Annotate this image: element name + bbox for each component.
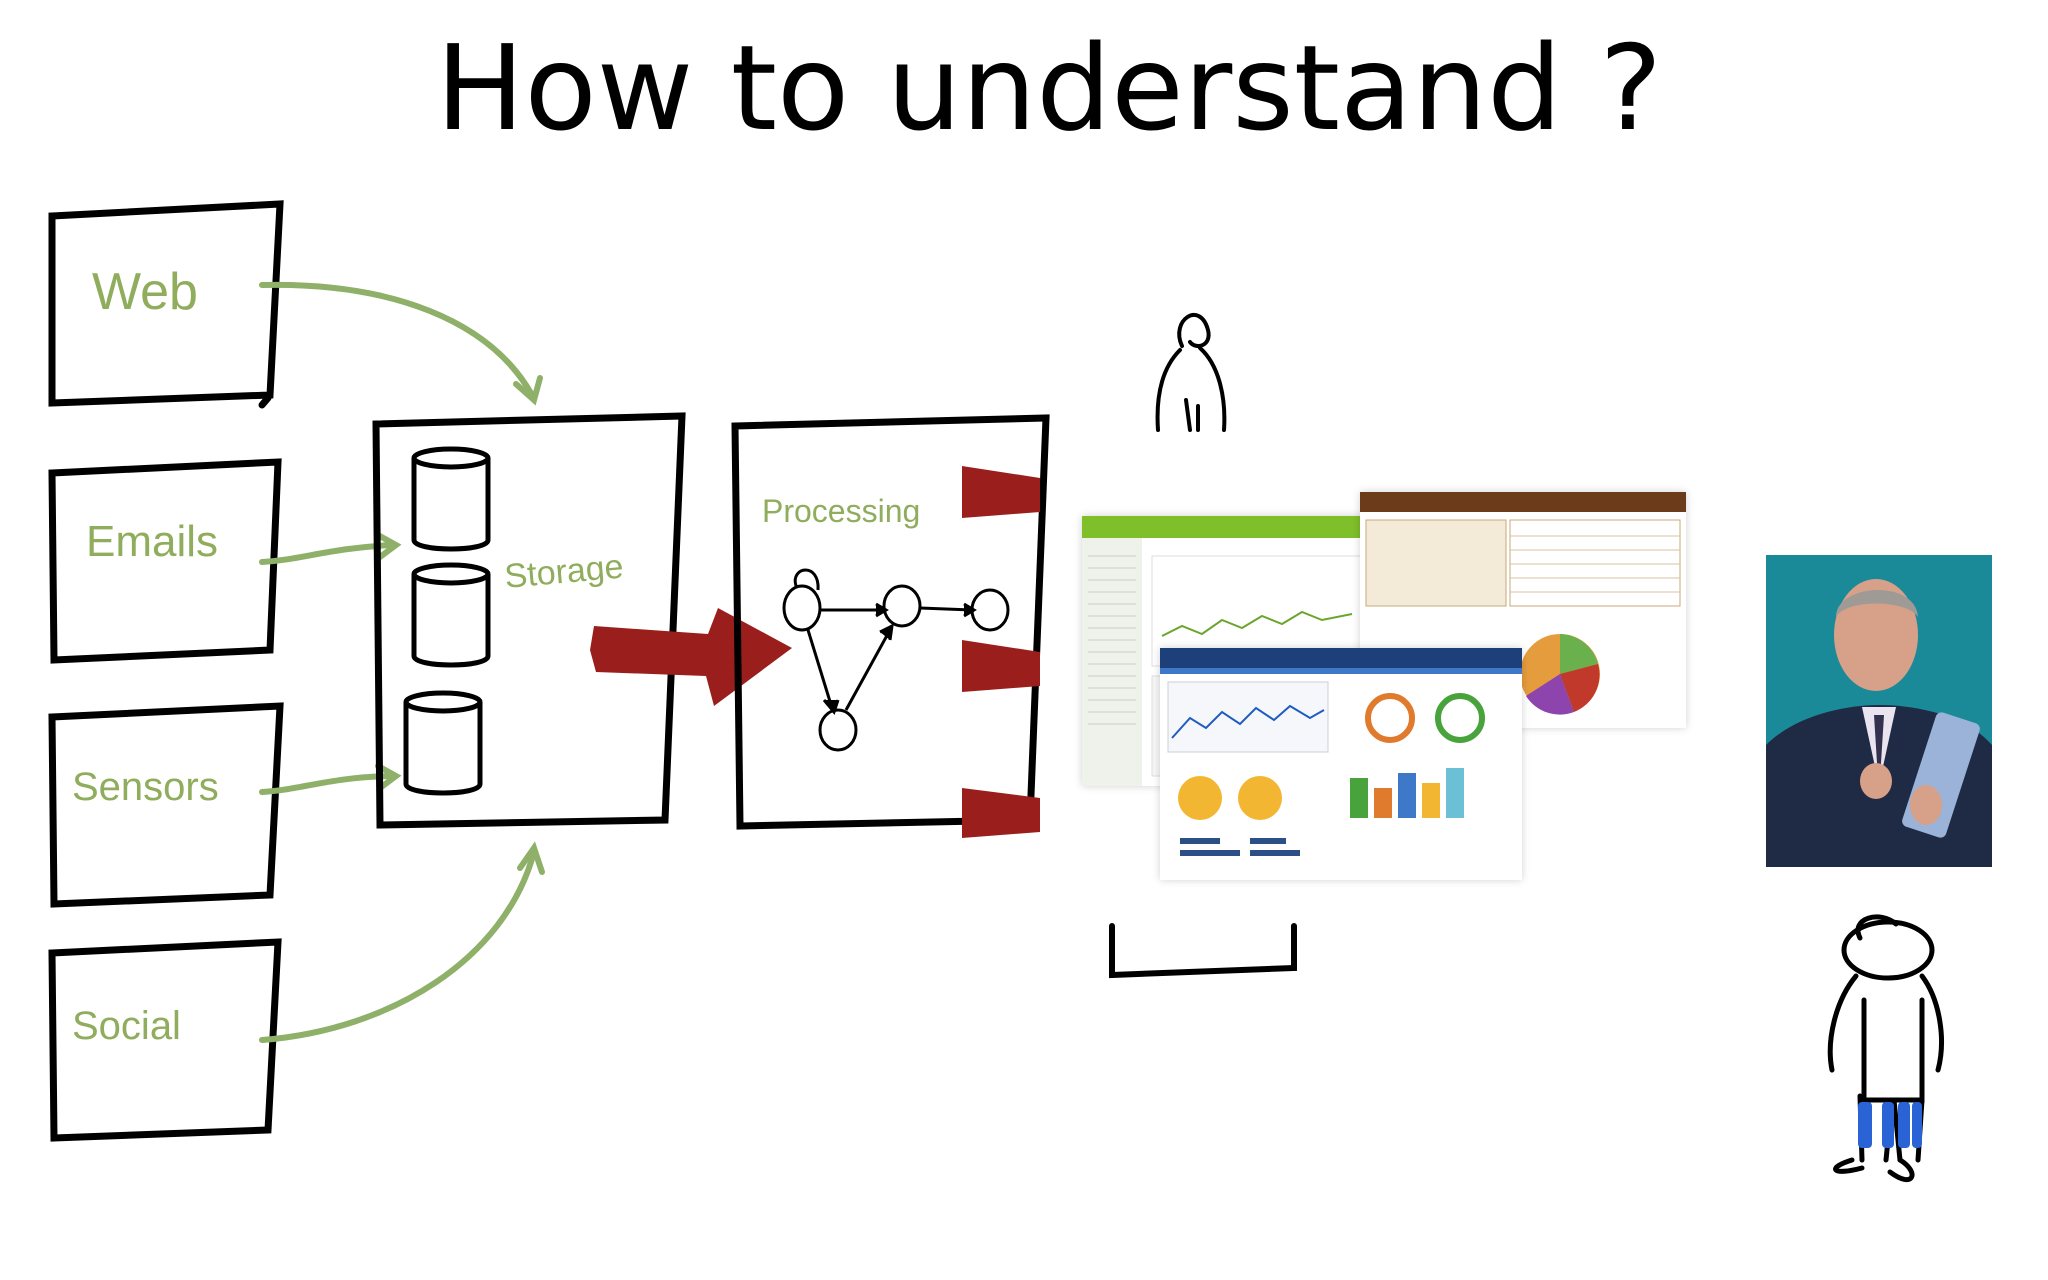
source-box-social	[48, 938, 282, 1142]
green-arrows	[259, 281, 545, 1043]
database-cylinder-icons	[403, 446, 491, 796]
database-icon-1	[411, 446, 491, 552]
person-sketch-icon	[1155, 313, 1227, 432]
source-box-sensors	[48, 702, 284, 908]
processing-label: Processing	[762, 493, 921, 529]
executive-photo	[1766, 555, 1992, 867]
arrow-sensors-to-storage	[259, 773, 395, 795]
output-arrows	[962, 466, 1040, 838]
arrow-social-to-storage	[259, 849, 537, 1043]
dashboard-screenshot-coffee	[1360, 492, 1686, 728]
database-icon-2	[411, 562, 491, 668]
processing-graph	[782, 568, 1010, 752]
dashboard-screenshot-jreport	[1160, 648, 1522, 880]
storage-box	[372, 412, 686, 829]
arrow-storage-to-processing	[590, 608, 792, 706]
arrow-emails-to-storage	[259, 542, 395, 565]
database-icon-3	[403, 690, 483, 796]
source-box-emails	[48, 458, 282, 664]
jeans-patch	[1858, 1102, 1922, 1148]
arrow-web-to-storage	[259, 281, 535, 398]
source-label-sensors: Sensors	[72, 765, 219, 809]
source-label-emails: Emails	[86, 517, 219, 566]
source-label-social: Social	[72, 1004, 181, 1048]
bracket-line	[1109, 923, 1297, 979]
source-box-web	[48, 200, 284, 409]
source-label-web: Web	[92, 263, 198, 321]
page-title: How to understand ?	[435, 19, 1663, 157]
